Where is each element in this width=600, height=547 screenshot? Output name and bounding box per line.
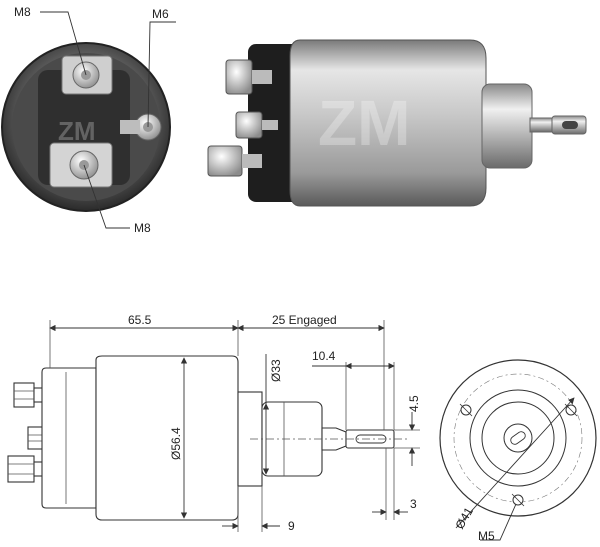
dim-bolt-circle: Ø41 — [452, 505, 476, 532]
bottom-m8-terminal — [49, 142, 113, 188]
label-bottom-m8: M8 — [134, 221, 151, 235]
label-mount-thread: M5 — [478, 529, 495, 543]
dim-eye-width: 4.5 — [407, 395, 421, 412]
label-m6: M6 — [152, 7, 169, 21]
dim-eye-thickness: 3 — [410, 497, 417, 511]
photo-side-view: ZM — [207, 39, 587, 207]
dimension-lines: 65.5 25 Engaged Ø56.4 Ø33 10.4 4.5 9 — [49, 313, 421, 533]
top-m8-terminal — [61, 55, 113, 95]
dim-plunger-travel: 25 Engaged — [272, 313, 337, 327]
dim-boss-diameter: Ø33 — [269, 359, 283, 382]
drawing-front-view: Ø41 M5 — [439, 359, 597, 543]
side-terminals — [207, 59, 278, 177]
photo-callouts: M8 M6 M8 — [14, 5, 176, 235]
watermark-end: ZM — [58, 116, 96, 146]
mount-holes — [459, 403, 578, 507]
dim-overall-length: 65.5 — [128, 313, 152, 327]
drawing-side-view — [7, 355, 410, 521]
photo-end-view: ZM — [1, 42, 171, 212]
dim-boss-length: 9 — [288, 519, 295, 533]
dim-body-diameter: Ø56.4 — [169, 427, 183, 460]
watermark-side: ZM — [318, 87, 410, 159]
dim-eye-length: 10.4 — [312, 349, 336, 363]
label-top-m8: M8 — [14, 5, 31, 19]
